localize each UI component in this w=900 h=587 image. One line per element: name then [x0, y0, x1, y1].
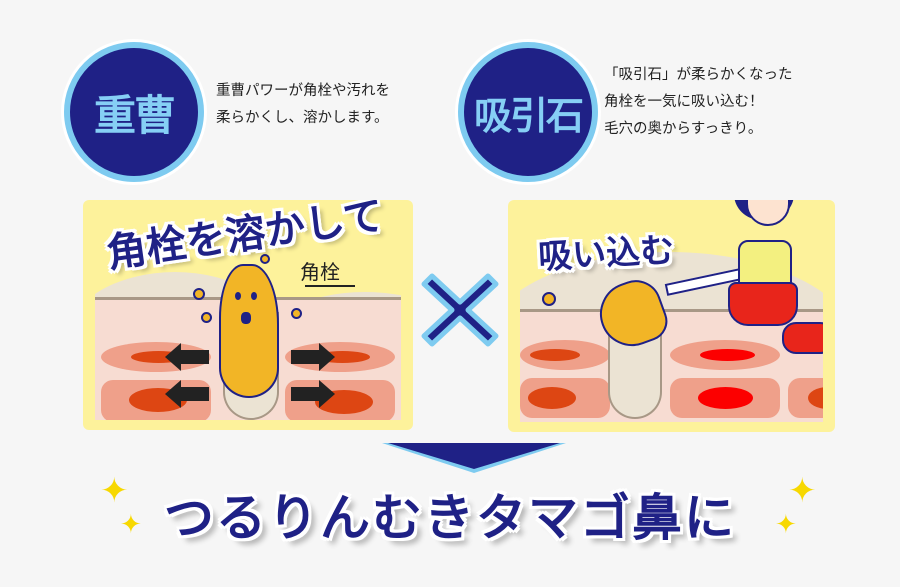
bubble — [193, 288, 205, 300]
arrow-left-icon — [165, 380, 209, 408]
arrow-left-icon — [165, 343, 209, 371]
description-line: 重曹パワーが角栓や汚れを — [216, 83, 390, 99]
description-line: 「吸引石」が柔らかくなった — [604, 67, 793, 83]
suction-stone-badge: 吸引石 — [458, 42, 598, 182]
girl-skirt — [728, 282, 798, 326]
description-line: 角栓を一気に吸い込む！ — [604, 94, 764, 110]
skin-cross-section — [520, 212, 823, 422]
sparkle-icon: ✦ — [775, 510, 797, 540]
description-line: 毛穴の奥からすっきり。 — [604, 121, 763, 137]
sparkle-icon: ✦ — [100, 471, 129, 511]
baking-soda-description: 重曹パワーが角栓や汚れを 柔らかくし、溶かします。 — [216, 78, 390, 132]
suction-title: 吸い込む — [537, 230, 676, 278]
label-leader-line — [305, 285, 355, 287]
down-arrow-icon — [382, 443, 566, 473]
suction-stone-badge-label: 吸引石 — [473, 93, 584, 138]
suction-illustration-panel: 吸い込む — [508, 200, 835, 432]
description-line: 柔らかくし、溶かします。 — [216, 110, 389, 126]
skin-cell — [670, 378, 780, 418]
skin-cell — [788, 378, 823, 418]
sparkle-icon: ✦ — [788, 471, 817, 511]
result-headline: つるりんむきタマゴ鼻に — [164, 489, 736, 547]
bubble — [291, 308, 302, 319]
pore-plug-character — [219, 264, 279, 398]
bubble — [201, 312, 212, 323]
sparkle-icon: ✦ — [120, 510, 142, 540]
skin-cell — [520, 340, 610, 370]
baking-soda-badge: 重曹 — [64, 42, 204, 182]
pore-plug-label: 角栓 — [300, 260, 340, 284]
bubble — [260, 254, 270, 264]
baking-soda-badge-label: 重曹 — [93, 90, 176, 140]
arrow-right-icon — [291, 380, 335, 408]
bubble — [542, 292, 556, 306]
dissolve-illustration-panel: 角栓 角栓を溶かして — [83, 200, 413, 430]
arrow-right-icon — [291, 343, 335, 371]
skin-cell — [670, 340, 780, 370]
skin-cross-section: 角栓 — [95, 212, 401, 420]
multiply-icon — [421, 273, 499, 347]
suction-stone-description: 「吸引石」が柔らかくなった 角栓を一気に吸い込む！ 毛穴の奥からすっきり。 — [604, 62, 793, 143]
vacuum-cleaner — [782, 322, 823, 354]
skin-cell — [520, 378, 610, 418]
